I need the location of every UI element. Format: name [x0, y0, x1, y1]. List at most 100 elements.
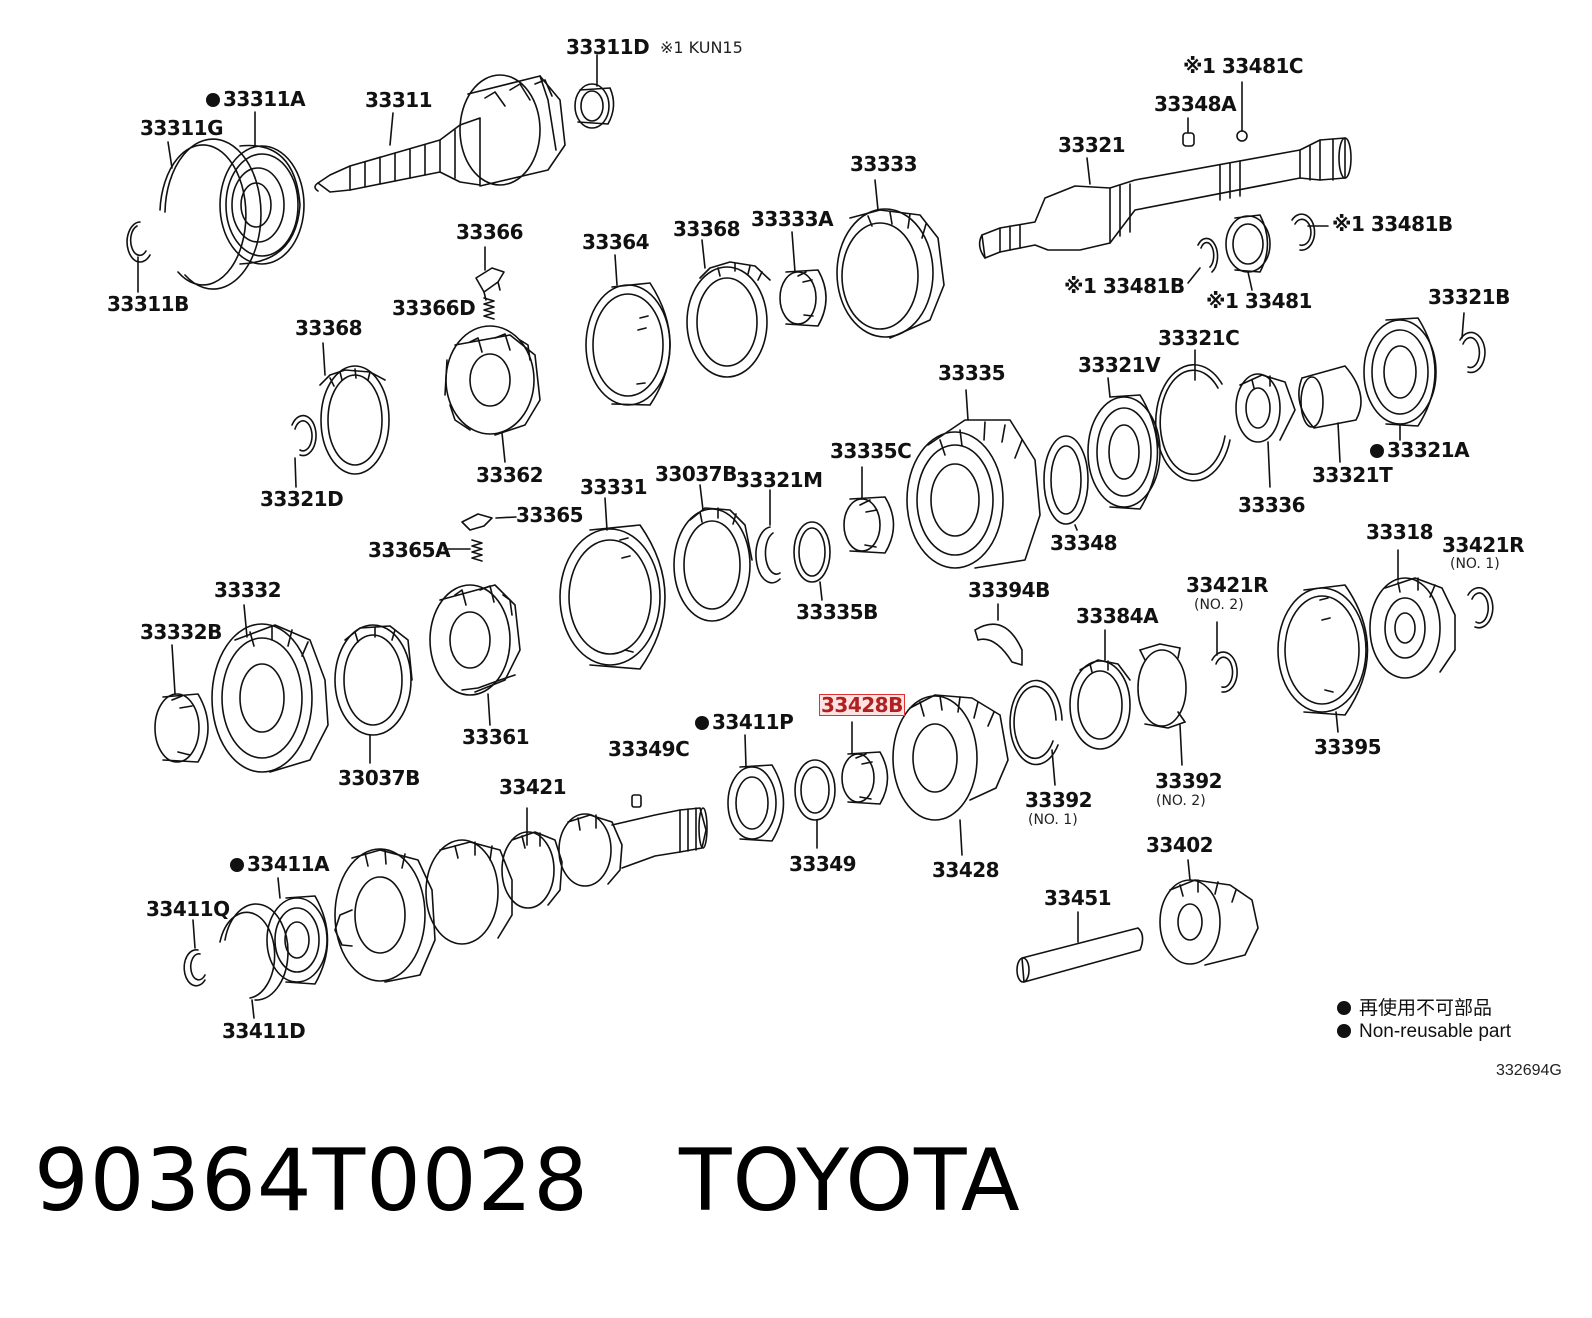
- label-33333[interactable]: 33333: [850, 152, 918, 176]
- sleeve-33321T: [1298, 365, 1362, 463]
- snap-ring-33411Q: [183, 919, 206, 987]
- label-33392-no1[interactable]: 33392: [1025, 788, 1093, 812]
- label-33362[interactable]: 33362: [476, 463, 544, 487]
- label-33365A[interactable]: 33365A: [368, 538, 451, 562]
- pin-33348A: [1182, 117, 1195, 147]
- needle-bearing-33333A: [779, 231, 827, 327]
- label-33421[interactable]: 33421: [499, 775, 567, 799]
- needle-bearing-33428B: [841, 721, 889, 805]
- bearing-33311A: [219, 111, 305, 265]
- label-33037B-bottom[interactable]: 33037B: [338, 766, 420, 790]
- label-33349[interactable]: 33349: [789, 852, 857, 876]
- label-33321[interactable]: 33321: [1058, 133, 1126, 157]
- synchro-ring-33037B-top: [673, 484, 753, 622]
- needle-bearing-33332B: [154, 644, 209, 763]
- label-33366[interactable]: 33366: [456, 220, 524, 244]
- bearing-33411A: [266, 877, 329, 985]
- bearing-33321V: [1087, 377, 1161, 510]
- output-shaft-33321: [978, 137, 1352, 259]
- label-33411A[interactable]: 33411A: [230, 854, 330, 874]
- label-33395[interactable]: 33395: [1314, 735, 1382, 759]
- non-reusable-marker-icon: [206, 93, 220, 107]
- non-reusable-marker-icon: [1337, 1024, 1351, 1038]
- label-33411D[interactable]: 33411D: [222, 1019, 306, 1043]
- label-33428[interactable]: 33428: [932, 858, 1000, 882]
- label-33428B-highlighted[interactable]: 33428B: [819, 693, 905, 717]
- label-33333A[interactable]: 33333A: [751, 207, 834, 231]
- bearing-33321A: [1363, 317, 1437, 441]
- synchro-ring-33364: [585, 254, 671, 406]
- label-33311D[interactable]: 33311D: [566, 35, 650, 59]
- snap-ring-33321B: [1459, 312, 1486, 374]
- shift-key-33365: [461, 513, 517, 531]
- label-33368-left[interactable]: 33368: [295, 316, 363, 340]
- hub-sleeve-33362: [444, 325, 541, 463]
- snap-ring-33411D: [219, 903, 289, 1019]
- label-33321V[interactable]: 33321V: [1078, 353, 1161, 377]
- label-33394B[interactable]: 33394B: [968, 578, 1050, 602]
- label-33311B[interactable]: 33311B: [107, 292, 189, 316]
- label-33331[interactable]: 33331: [580, 475, 648, 499]
- snap-ring-33481B-left: [1187, 237, 1219, 284]
- label-33321A[interactable]: 33321A: [1370, 440, 1470, 460]
- label-33321D[interactable]: 33321D: [260, 487, 344, 511]
- synchro-ring-33037B-bottom: [334, 624, 413, 764]
- label-33311[interactable]: 33311: [365, 88, 433, 112]
- label-33481[interactable]: ※1 33481: [1206, 289, 1312, 313]
- label-33481B-left[interactable]: ※1 33481B: [1064, 274, 1185, 298]
- label-33321M[interactable]: 33321M: [736, 468, 823, 492]
- label-33411P[interactable]: 33411P: [695, 712, 794, 732]
- label-33392-no2-sub: (NO. 2): [1156, 793, 1206, 809]
- label-33361[interactable]: 33361: [462, 725, 530, 749]
- snap-ring-33348: [1043, 435, 1089, 531]
- synchro-spring-33392-no2: [1137, 643, 1187, 766]
- gear-33333: [836, 179, 945, 339]
- label-33318[interactable]: 33318: [1366, 520, 1434, 544]
- label-33348[interactable]: 33348: [1050, 531, 1118, 555]
- part-number: 90364T0028: [34, 1131, 589, 1231]
- snap-ring-33421R-no2: [1211, 621, 1238, 693]
- label-33392-no2[interactable]: 33392: [1155, 769, 1223, 793]
- needle-bearing-33335C: [843, 466, 895, 554]
- label-33311G[interactable]: 33311G: [140, 116, 224, 140]
- label-33335[interactable]: 33335: [938, 361, 1006, 385]
- label-33335C[interactable]: 33335C: [830, 439, 912, 463]
- label-33481B-right[interactable]: ※1 33481B: [1332, 212, 1453, 236]
- label-33335B[interactable]: 33335B: [796, 600, 878, 624]
- label-33384A[interactable]: 33384A: [1076, 604, 1159, 628]
- label-33037B-top[interactable]: 33037B: [655, 462, 737, 486]
- label-33365[interactable]: 33365: [516, 503, 584, 527]
- label-33402[interactable]: 33402: [1146, 833, 1214, 857]
- label-33366D[interactable]: 33366D: [392, 296, 476, 320]
- label-33481C[interactable]: ※1 33481C: [1183, 54, 1304, 78]
- label-33311A[interactable]: 33311A: [206, 89, 306, 109]
- label-33364[interactable]: 33364: [582, 230, 650, 254]
- snap-ring-33349: [794, 759, 836, 849]
- gear-sleeve-33331: [559, 497, 666, 670]
- label-33348A[interactable]: 33348A: [1154, 92, 1237, 116]
- exploded-transmission-diagram: [126, 54, 1494, 1019]
- snap-ring-33311G: [159, 138, 262, 290]
- label-33332B[interactable]: 33332B: [140, 620, 222, 644]
- label-33321C[interactable]: 33321C: [1158, 326, 1240, 350]
- label-33392-no1-sub: (NO. 1): [1028, 812, 1078, 828]
- bearing-race-33411P: [727, 734, 785, 842]
- label-33451[interactable]: 33451: [1044, 886, 1112, 910]
- legend-jp: 再使用不可部品: [1337, 999, 1492, 1018]
- label-33321T[interactable]: 33321T: [1312, 463, 1393, 487]
- shaft-33451: [1016, 911, 1144, 983]
- label-33336[interactable]: 33336: [1238, 493, 1306, 517]
- gear-33335: [906, 389, 1041, 569]
- label-33368-top[interactable]: 33368: [673, 217, 741, 241]
- synchro-ring-33384A: [1069, 629, 1131, 750]
- label-33411Q[interactable]: 33411Q: [146, 897, 230, 921]
- spring-33366D: [483, 297, 495, 320]
- hub-33318: [1369, 549, 1456, 679]
- reverse-idler-gear-33402: [1159, 859, 1259, 966]
- label-33332[interactable]: 33332: [214, 578, 282, 602]
- label-33421R-no1[interactable]: 33421R: [1442, 533, 1524, 557]
- label-33421R-no2[interactable]: 33421R: [1186, 573, 1268, 597]
- non-reusable-marker-icon: [1370, 444, 1384, 458]
- label-33321B[interactable]: 33321B: [1428, 285, 1510, 309]
- label-33349C[interactable]: 33349C: [608, 737, 690, 761]
